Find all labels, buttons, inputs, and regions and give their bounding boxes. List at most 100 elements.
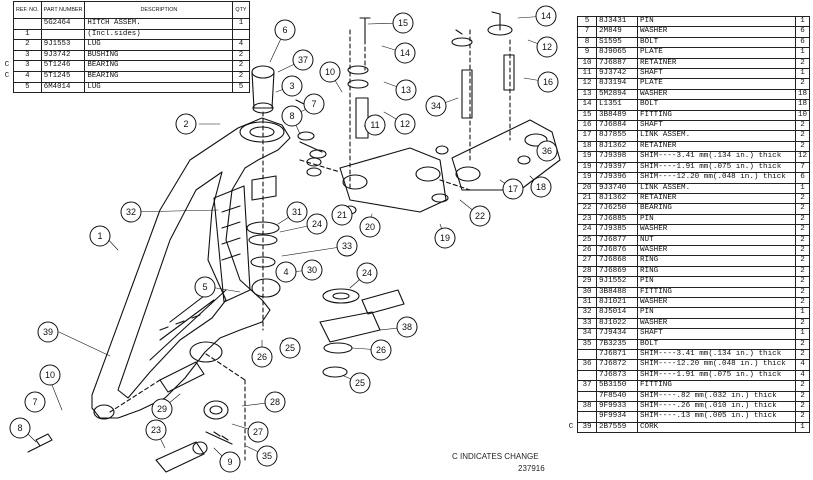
change-flag: [565, 203, 578, 215]
callout-circle: [145, 419, 167, 441]
part-number: 5T1246: [40, 60, 86, 72]
ref-number: 25: [577, 234, 597, 246]
ref-number: 14: [577, 99, 597, 111]
callout-29: 29: [151, 398, 173, 420]
quantity: 2: [232, 49, 250, 62]
callout-circle: [349, 372, 371, 394]
callout-label: 12: [400, 119, 410, 129]
callout-label: 14: [541, 11, 551, 21]
ref-number: 27: [577, 255, 597, 267]
callout-label: 33: [342, 241, 352, 251]
callout-31: 31: [286, 201, 308, 223]
quantity: 2: [232, 70, 250, 83]
callout-label: 26: [376, 345, 386, 355]
part-number: 7J6884: [596, 120, 638, 132]
part-number: 5T1245: [40, 70, 86, 83]
description: WASHER: [637, 244, 796, 257]
description: SHAFT: [637, 120, 796, 132]
callout-circle: [9, 417, 31, 439]
callout-label: 1: [97, 231, 102, 241]
callout-22: 22: [469, 205, 491, 227]
quantity: 2: [794, 234, 811, 246]
callout-circle: [537, 71, 559, 93]
quantity: 2: [794, 296, 811, 309]
description: PIN: [637, 15, 796, 28]
ref-number: 39: [577, 421, 597, 434]
quantity: 1: [794, 421, 811, 434]
callout-5: 5: [194, 276, 216, 298]
description: NUT: [637, 234, 796, 246]
callout-label: 9: [227, 457, 232, 467]
part-number: 6M4014: [40, 81, 86, 94]
quantity: 1: [794, 68, 811, 80]
quantity: 2: [794, 244, 811, 257]
callout-circle: [264, 391, 286, 413]
callout-label: 8: [17, 423, 22, 433]
callout-label: 13: [401, 85, 411, 95]
ref-number: 21: [577, 192, 597, 205]
description: SHIM----1.91 mm(.075 in.) thick: [637, 161, 796, 174]
quantity: 2: [794, 317, 811, 330]
callout-label: 34: [431, 101, 441, 111]
change-flag: [1, 18, 14, 30]
ref-number: 5: [13, 81, 42, 94]
description: SHIM----1.91 mm(.075 in.) thick: [637, 369, 796, 382]
quantity: 2: [794, 224, 811, 236]
callout-label: 22: [475, 211, 485, 221]
description: LUG: [84, 39, 234, 51]
change-flag: [565, 391, 578, 402]
frame-bore-bottom: [93, 404, 115, 420]
ref-number: 13: [577, 88, 597, 101]
part-number: 7J6871: [596, 348, 638, 361]
ref-number: 31: [577, 296, 597, 309]
callout-circle: [194, 276, 216, 298]
callout-circle: [395, 79, 417, 101]
part-number: 7B3235: [596, 338, 638, 351]
callout-label: 32: [126, 207, 136, 217]
callout-26b: 26: [370, 339, 392, 361]
quantity: 2: [794, 401, 811, 413]
callout-circle: [219, 451, 241, 473]
ref-number: 11: [577, 68, 597, 80]
callout-7: 7: [303, 93, 325, 115]
part-number: 8J1021: [596, 296, 638, 309]
quantity: 2: [794, 276, 811, 288]
callout-circle: [306, 213, 328, 235]
description: RETAINER: [637, 192, 796, 205]
callout-circle: [536, 140, 558, 162]
ref-number: 38: [577, 401, 597, 413]
part-number: 3B8489: [596, 109, 638, 122]
part-number: 8J1362: [596, 140, 638, 153]
description: LUG: [84, 81, 234, 94]
callout-label: 12: [542, 42, 552, 52]
callout-25: 25: [349, 372, 371, 394]
callout-32: 32: [120, 201, 142, 223]
description: PLATE: [637, 47, 796, 59]
change-flag: [1, 82, 14, 93]
callout-label: 36: [542, 146, 552, 156]
callout-label: 24: [362, 268, 372, 278]
quantity: 4: [232, 39, 250, 51]
quantity: 4: [794, 369, 811, 382]
quantity: 12: [794, 151, 811, 163]
change-flag: [565, 255, 578, 267]
callout-28: 28: [264, 391, 286, 413]
part-number: 7J9385: [596, 224, 638, 236]
ref-number: [577, 390, 597, 403]
callout-4: 4: [275, 261, 297, 283]
ref-number: 32: [577, 307, 597, 319]
change-flag: [565, 214, 578, 225]
illustration-number: 237916: [518, 464, 545, 473]
part-number: 9J1552: [596, 276, 638, 288]
pin-23: [155, 441, 205, 473]
description: PLATE: [637, 78, 796, 90]
callout-label: 24: [312, 219, 322, 229]
part-number: 7J6885: [596, 213, 638, 226]
